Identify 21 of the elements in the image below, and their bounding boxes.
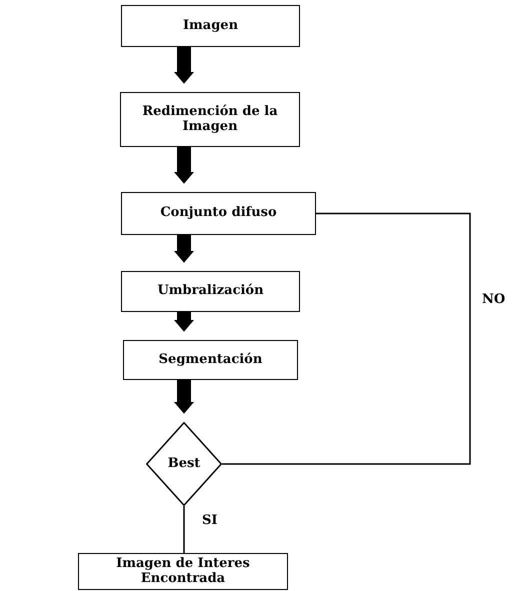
connector-line <box>222 212 471 465</box>
decision-label: Best <box>166 456 202 472</box>
connector-line <box>183 506 185 553</box>
thick-arrow <box>174 312 194 332</box>
thick-arrow <box>174 380 194 414</box>
thick-arrow <box>174 47 194 84</box>
process-label: Redimención de la Imagen <box>141 105 279 134</box>
process-box <box>121 271 300 312</box>
process-box <box>120 92 300 147</box>
process-label: Conjunto difuso <box>159 206 278 221</box>
process-label: Umbralización <box>156 284 265 299</box>
process-box <box>121 5 300 47</box>
thick-arrow <box>174 235 194 263</box>
process-box <box>121 192 316 235</box>
process-box <box>123 340 298 380</box>
thick-arrow <box>174 147 194 184</box>
process-label: Imagen de Interes Encontrada <box>115 557 251 586</box>
process-box <box>78 553 288 590</box>
process-label: Segmentación <box>158 352 264 368</box>
process-label: Imagen <box>182 18 240 34</box>
decision-diamond <box>146 422 222 506</box>
